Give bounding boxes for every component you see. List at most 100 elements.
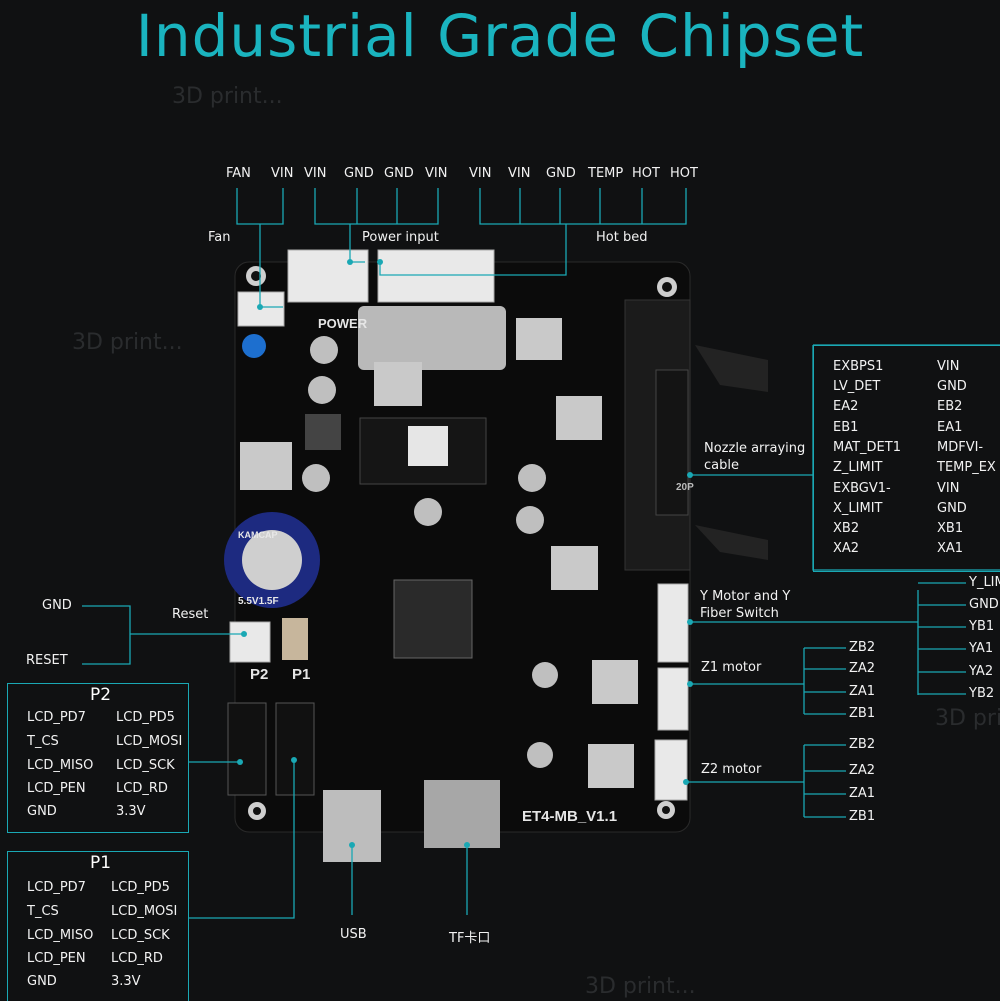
tf-slot <box>424 780 500 848</box>
pin-label: VIN <box>469 166 492 181</box>
qr-code <box>408 426 448 466</box>
z1-motor-pin: ZA2 <box>849 661 876 676</box>
capacitor <box>302 464 330 492</box>
power-input-label: Power input <box>362 230 439 245</box>
reset-connector <box>229 621 271 663</box>
p1-pin-left: LCD_PEN <box>27 951 86 966</box>
nozzle-pin-right: GND <box>937 379 967 394</box>
nozzle-pin-left: EB1 <box>833 420 859 435</box>
nozzle-pin-right: EA1 <box>937 420 963 435</box>
cap-brand: KAMCAP <box>238 530 278 540</box>
capacitor <box>414 498 442 526</box>
p2-pin-box <box>7 683 189 833</box>
nozzle-pin-left: XA2 <box>833 541 860 556</box>
capacitor <box>518 464 546 492</box>
ribbon-connector <box>655 369 689 516</box>
pin-label: FAN <box>226 166 251 181</box>
p1-title: P1 <box>90 853 112 873</box>
p2-silk: P2 <box>250 666 269 683</box>
p1-pin-box <box>7 851 189 1001</box>
y-motor-pin: Y_LIM <box>969 575 1000 590</box>
cap-label: 5.5V1.5F <box>238 596 279 607</box>
nozzle-pin-left: MAT_DET1 <box>833 440 901 455</box>
nozzle-pin-left: X_LIMIT <box>833 501 883 516</box>
nozzle-pin-left: XB2 <box>833 521 860 536</box>
p1-silk: P1 <box>292 666 311 683</box>
capacitor <box>308 376 336 404</box>
reset-pin-label: GND <box>42 598 72 613</box>
pin-label: HOT <box>670 166 698 181</box>
p2-pin-right: LCD_MOSI <box>116 734 183 749</box>
z2-motor-label: Z2 motor <box>701 762 762 777</box>
p1-pin-right: LCD_SCK <box>111 928 170 943</box>
fan-label: Fan <box>208 230 231 245</box>
z1-motor-pin: ZB2 <box>849 640 876 655</box>
p2-pin-left: LCD_PEN <box>27 781 86 796</box>
connector-silk: 20P <box>676 482 694 493</box>
heatsink <box>240 442 292 490</box>
watermark: 3D print... <box>585 974 696 999</box>
p1-pin-left: LCD_PD7 <box>27 880 86 895</box>
p1-header <box>275 702 315 796</box>
p2-pin-right: LCD_PD5 <box>116 710 175 725</box>
nozzle-label-line2: cable <box>704 458 739 473</box>
z2-motor-connector <box>654 739 688 801</box>
p2-pin-left: LCD_MISO <box>27 758 94 773</box>
nozzle-pin-right: XA1 <box>937 541 964 556</box>
heatsink <box>556 396 602 440</box>
nozzle-pin-left: EXBGV1- <box>833 481 891 496</box>
watermark: 3D print... <box>72 330 183 355</box>
p2-pin-left: T_CS <box>27 734 59 749</box>
capacitor <box>310 336 338 364</box>
y-motor-connector <box>657 583 689 663</box>
y-motor-pin: YA2 <box>969 664 994 679</box>
nozzle-pin-right: XB1 <box>937 521 964 536</box>
z2-motor-pin: ZA1 <box>849 786 876 801</box>
hot-bed-label: Hot bed <box>596 230 648 245</box>
pin-label: TEMP <box>588 166 624 181</box>
capacitor <box>527 742 553 768</box>
power-silk: POWER <box>318 316 368 331</box>
nozzle-pin-right: MDFVI- <box>937 440 984 455</box>
nozzle-pin-left: Z_LIMIT <box>833 460 883 475</box>
capacitor <box>532 662 558 688</box>
nozzle-pin-left: LV_DET <box>833 379 881 394</box>
p1-pin-left: GND <box>27 974 57 989</box>
nozzle-pin-right: TEMP_EX <box>937 460 996 475</box>
page-title: Industrial Grade Chipset <box>135 2 865 70</box>
reset-label: Reset <box>172 607 209 622</box>
watermark: 3D print... <box>935 706 1000 731</box>
p2-pin-right: LCD_SCK <box>116 758 175 773</box>
p1-pin-right: LCD_RD <box>111 951 163 966</box>
capacitor <box>516 506 544 534</box>
board-name: ET4-MB_V1.1 <box>522 808 618 825</box>
pin-label: VIN <box>304 166 327 181</box>
inductor <box>305 414 341 450</box>
heatsink <box>516 318 562 360</box>
nozzle-pin-left: EXBPS1 <box>833 359 884 374</box>
pin-label: VIN <box>425 166 448 181</box>
pin-label: VIN <box>271 166 294 181</box>
p1-pin-right: LCD_MOSI <box>111 904 178 919</box>
hotbed-connector <box>377 249 495 303</box>
tf-label: TF卡口 <box>449 931 491 946</box>
z2-motor-pin: ZA2 <box>849 763 876 778</box>
p2-header <box>227 702 267 796</box>
mcu-chip <box>393 579 473 659</box>
p2-pin-right: LCD_RD <box>116 781 168 796</box>
z2-motor-pin: ZB1 <box>849 809 876 824</box>
nozzle-pin-box <box>813 345 1000 572</box>
y-motor-pin: GND <box>969 597 999 612</box>
y-motor-label-line2: Fiber Switch <box>700 606 779 621</box>
pin-label: VIN <box>508 166 531 181</box>
z1-motor-pin: ZA1 <box>849 684 876 699</box>
heatsink <box>551 546 598 590</box>
z2-motor-pin: ZB2 <box>849 737 876 752</box>
y-motor-label: Y Motor and Y <box>700 589 791 604</box>
p1-pin-right: 3.3V <box>111 974 141 989</box>
y-motor-pin: YB1 <box>969 619 995 634</box>
fuse-holder <box>358 306 506 370</box>
heatsink <box>374 362 422 406</box>
